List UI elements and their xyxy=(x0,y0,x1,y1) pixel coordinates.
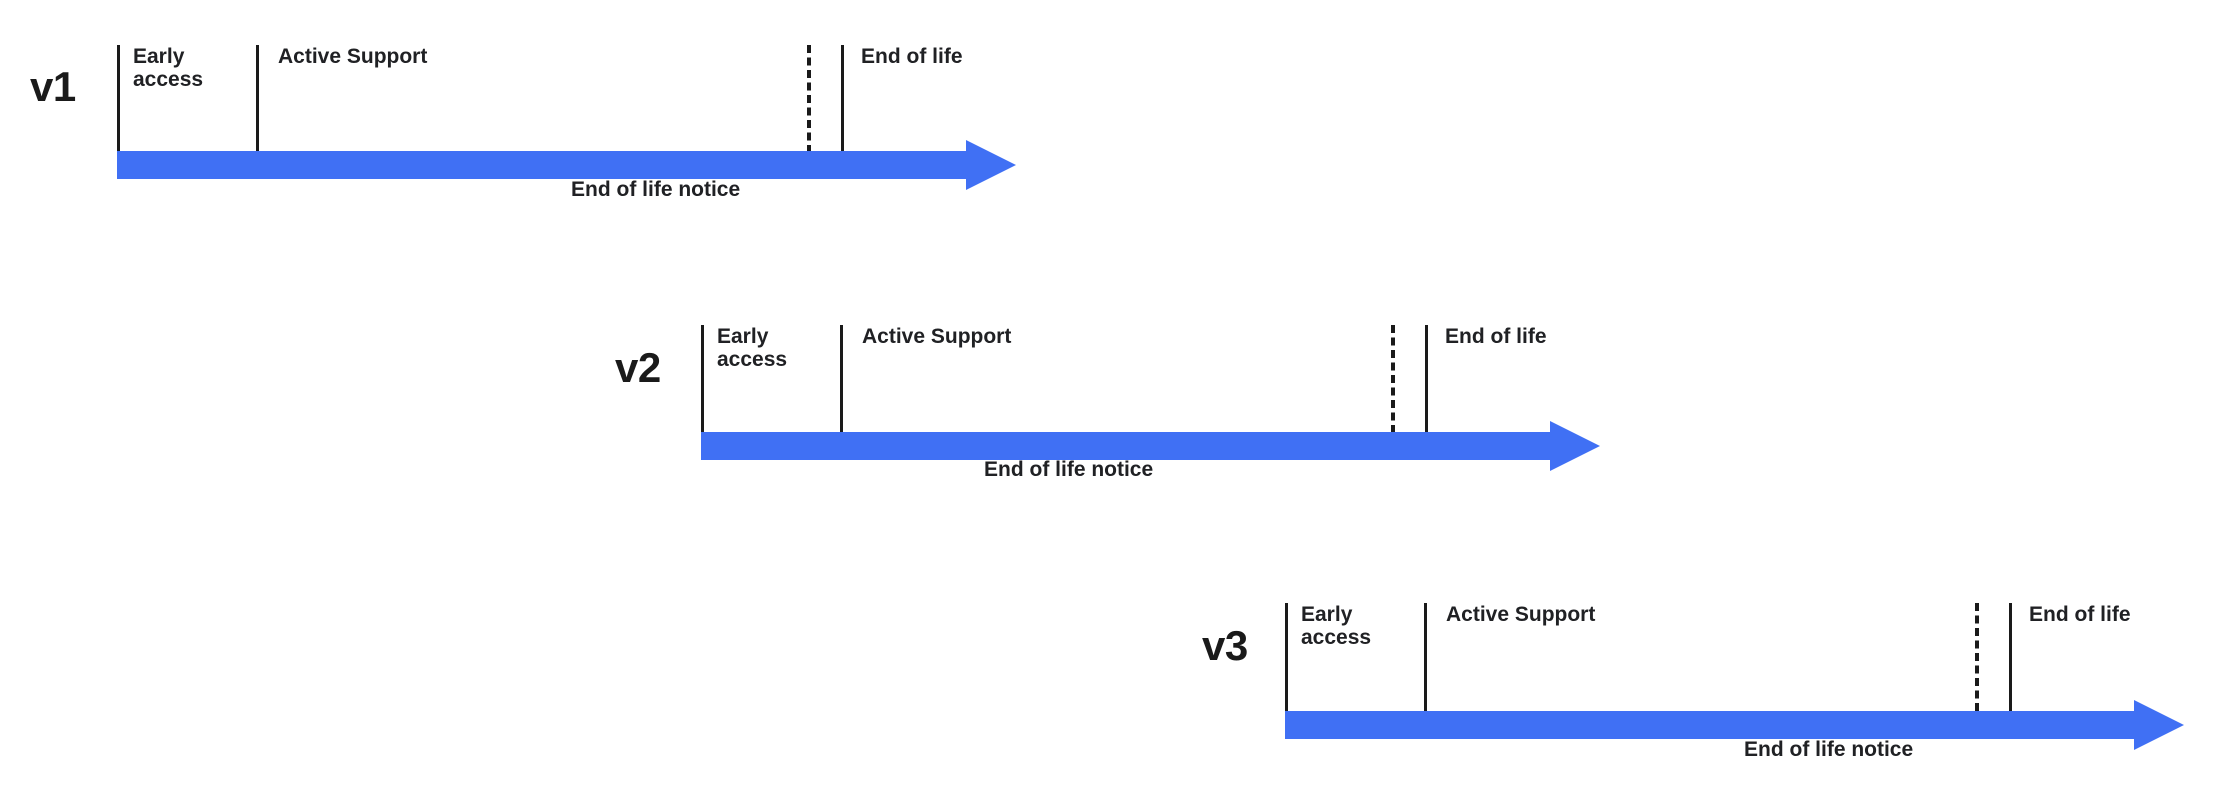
version-label-v3: v3 xyxy=(1202,622,1248,669)
phase-divider-early-access-start-v2 xyxy=(701,325,704,433)
phase-label-end-of-life-v1: End of life xyxy=(861,45,963,68)
phase-label-early-access-v3: Early access xyxy=(1301,603,1372,649)
notice-label-v1: End of life notice xyxy=(571,178,741,201)
phase-divider-active-support-start-v3 xyxy=(1424,603,1427,711)
version-label-v1: v1 xyxy=(30,63,76,110)
phase-divider-end-of-life-start-v3 xyxy=(2009,603,2012,711)
phase-label-active-support-v2: Active Support xyxy=(862,325,1012,348)
phase-divider-early-access-start-v1 xyxy=(117,45,120,153)
timeline-arrow-v3 xyxy=(1285,700,2184,750)
phase-divider-active-support-start-v2 xyxy=(840,325,843,433)
phase-divider-eol-notice-v2 xyxy=(1391,325,1395,433)
timeline-arrow-v2 xyxy=(701,421,1600,471)
notice-label-v2: End of life notice xyxy=(984,458,1154,481)
phase-label-active-support-v3: Active Support xyxy=(1446,603,1596,626)
phase-label-early-access-v2: Early access xyxy=(717,325,788,371)
phase-divider-early-access-start-v3 xyxy=(1285,603,1288,711)
phase-label-active-support-v1: Active Support xyxy=(278,45,428,68)
phase-divider-eol-notice-v3 xyxy=(1975,603,1979,711)
phase-label-end-of-life-v2: End of life xyxy=(1445,325,1547,348)
phase-divider-end-of-life-start-v1 xyxy=(841,45,844,153)
phase-divider-end-of-life-start-v2 xyxy=(1425,325,1428,433)
timeline-arrow-v1 xyxy=(117,140,1016,190)
phase-label-early-access-v1: Early access xyxy=(133,45,204,91)
phase-divider-eol-notice-v1 xyxy=(807,45,811,153)
notice-label-v3: End of life notice xyxy=(1744,738,1914,761)
version-label-v2: v2 xyxy=(615,344,661,391)
phase-divider-active-support-start-v1 xyxy=(256,45,259,153)
phase-label-end-of-life-v3: End of life xyxy=(2029,603,2131,626)
